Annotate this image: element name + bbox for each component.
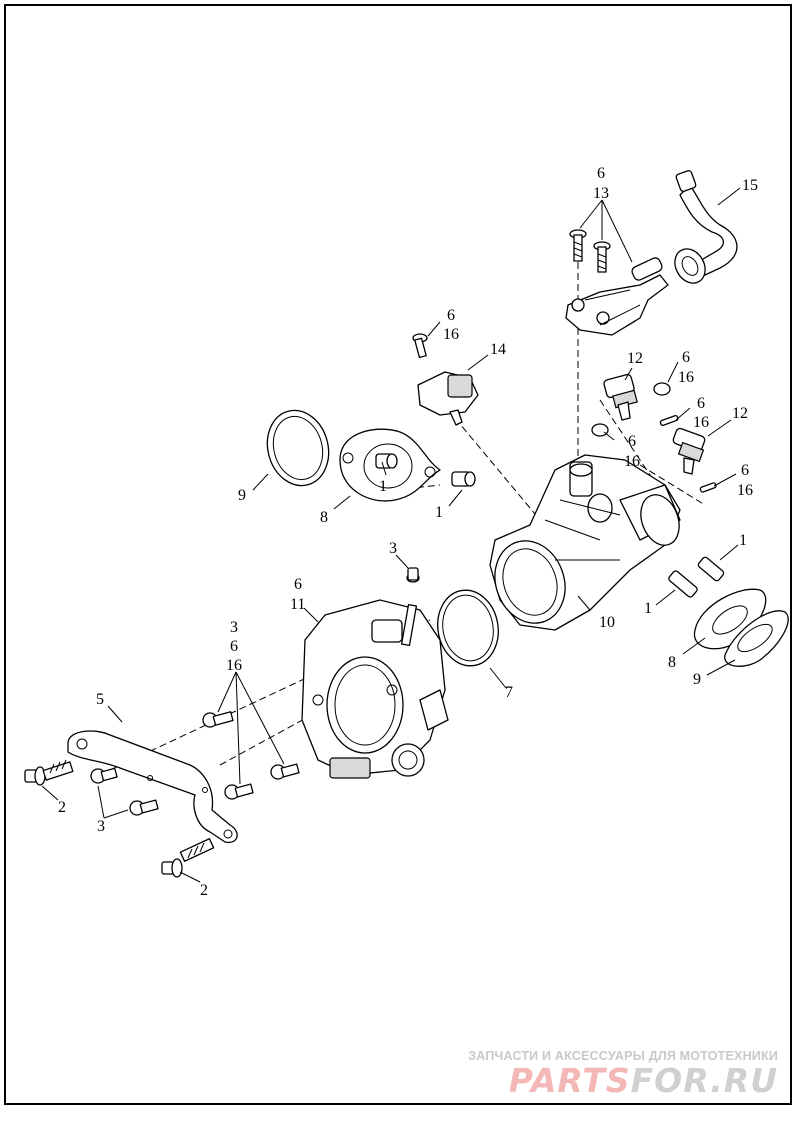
screw <box>593 241 611 273</box>
screw-small-a <box>202 711 234 728</box>
callout-label: 3 <box>230 619 238 636</box>
callout-label: 16 <box>737 482 753 499</box>
callout-label: 2 <box>200 882 208 899</box>
callout-label: 3 <box>97 818 105 835</box>
callout-labels: 6 13 15 6 16 14 12 6 16 6 16 12 6 16 6 1… <box>58 165 758 899</box>
screw-small-d <box>224 783 254 800</box>
callout-label: 6 <box>741 462 749 479</box>
sensor-14 <box>417 371 479 426</box>
callout-label: 6 <box>447 307 455 324</box>
callout-label: 12 <box>732 405 748 422</box>
gasket-plate-lower <box>693 588 767 650</box>
mounting-bracket <box>67 730 238 844</box>
callout-label: 6 <box>294 576 302 593</box>
o-ring-seal-lower <box>724 610 789 667</box>
watermark: ЗАПЧАСТИ И АКСЕССУАРЫ ДЛЯ МОТОТЕХНИКИ PA… <box>468 1049 778 1100</box>
callout-label: 16 <box>678 369 694 386</box>
callout-label: 6 <box>597 165 605 182</box>
callout-label: 14 <box>490 341 506 358</box>
callout-label: 6 <box>628 433 636 450</box>
callout-label: 6 <box>230 638 238 655</box>
intake-manifold <box>489 454 681 631</box>
callout-label: 15 <box>742 177 758 194</box>
watermark-logo-part: FOR.RU <box>630 1061 778 1100</box>
o-rings <box>591 382 717 493</box>
callout-label: 9 <box>693 671 701 688</box>
screw-1-lower-a <box>697 556 725 582</box>
callout-label: 1 <box>435 504 443 521</box>
callout-label: 16 <box>624 453 640 470</box>
callout-label: 1 <box>739 532 747 549</box>
screw-small-e <box>270 763 300 780</box>
watermark-caption: ЗАПЧАСТИ И АКСЕССУАРЫ ДЛЯ МОТОТЕХНИКИ <box>468 1049 778 1063</box>
callout-label: 1 <box>644 600 652 617</box>
callout-label: 2 <box>58 799 66 816</box>
fuel-supply-hose <box>674 170 738 284</box>
callout-label: 13 <box>593 185 609 202</box>
screw-1-side <box>451 471 476 487</box>
fuel-injector-lower <box>672 427 706 475</box>
bolt-2-upper <box>24 759 74 786</box>
watermark-logo-part: PARTS <box>508 1061 631 1100</box>
callout-label: 16 <box>693 414 709 431</box>
screw-3-vertical <box>400 567 420 647</box>
callout-label: 7 <box>505 684 513 701</box>
callout-label: 6 <box>682 349 690 366</box>
callout-label: 3 <box>389 540 397 557</box>
bolt-2-lower <box>161 838 215 878</box>
callout-label: 11 <box>290 596 305 613</box>
diagram-frame <box>4 4 792 1105</box>
screw-small-b <box>90 767 118 784</box>
leader-lines <box>41 187 741 883</box>
callout-label: 1 <box>379 478 387 495</box>
o-ring-seal-7 <box>437 589 499 667</box>
fuel-injector-upper <box>603 373 638 421</box>
callout-label: 9 <box>238 487 246 504</box>
screw-1-lower-b <box>668 570 698 598</box>
fuel-rail <box>565 257 669 336</box>
screw-small-c <box>129 799 159 816</box>
throttle-body <box>301 599 449 779</box>
callout-label: 6 <box>697 395 705 412</box>
o-ring-seal-upper <box>266 409 330 487</box>
callout-label: 10 <box>599 614 615 631</box>
screw <box>569 229 587 262</box>
callout-label: 16 <box>443 326 459 343</box>
callout-label: 8 <box>320 509 328 526</box>
callout-label: 5 <box>96 691 104 708</box>
callout-label: 16 <box>226 657 242 674</box>
screw <box>412 333 428 359</box>
callout-label: 12 <box>627 350 643 367</box>
callout-label: 8 <box>668 654 676 671</box>
screw-1-upper <box>375 453 398 469</box>
watermark-logo: PARTSFOR.RU <box>468 1061 778 1100</box>
